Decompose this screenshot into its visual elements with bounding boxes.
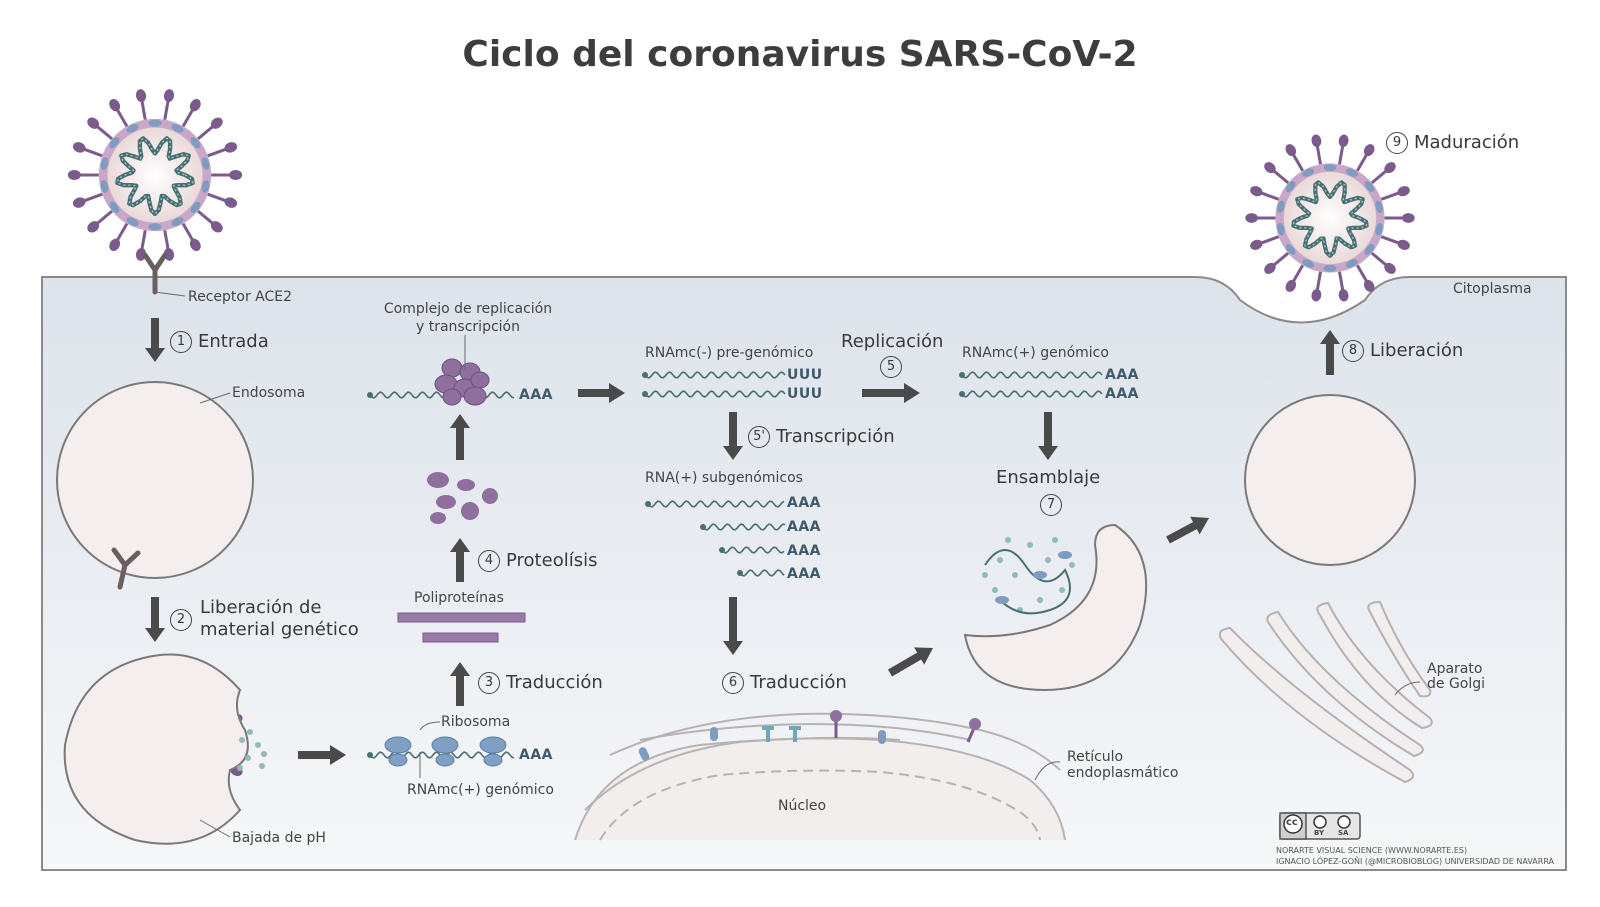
tail-aaa-2: AAA [1105,367,1140,383]
step-number-2: 2 [170,609,192,631]
label-complejo-line2: y transcripción [416,319,520,335]
tail-uuu-2: UUU [787,386,823,402]
page-title: Ciclo del coronavirus SARS-CoV-2 [462,34,1138,75]
tail-aaa-7: AAA [787,566,822,582]
uncoating-vesicle [63,653,249,845]
label-receptor: Receptor ACE2 [188,289,293,305]
step-8: 8 Liberación [1342,340,1463,362]
process-arrows [145,318,1340,765]
tail-aaa-1: AAA [519,387,554,403]
step-label-1: Entrada [198,331,269,352]
step-3: 3 Traducción [478,672,603,694]
label-rnamc-minus: RNAmc(-) pre-genómico [645,345,814,361]
step-label-5b: Transcripción [776,426,895,447]
er-membrane-proteins [638,710,981,761]
replication-complex [434,358,490,406]
ribosomes [384,736,507,767]
assembly-vesicle [963,523,1148,692]
cc-license-badge [1279,812,1361,840]
step-number-4: 4 [478,550,500,572]
label-citoplasma: Citoplasma [1453,281,1532,297]
step-6: 6 Traducción [722,672,847,694]
step-7-label: Ensamblaje [996,467,1101,488]
step-label-2-line2: material genético [200,619,359,640]
label-rnamc-plus-genomico: RNAmc(+) genómico [407,782,554,798]
step-7-number: 7 [1040,494,1068,516]
credit-line2: IGNACIO LÓPEZ-GOÑI (@MICROBIOBLOG) UNIVE… [1276,857,1555,866]
label-bajada-ph: Bajada de pH [232,830,326,846]
label-golgi: Aparato de Golgi [1427,662,1485,692]
cytoplasm-region [41,276,1567,871]
label-reticulo-line1: Retículo [1067,749,1124,765]
by-icon-text: BY [1314,829,1325,837]
tail-aaa-6: AAA [787,543,822,559]
tail-uuu-1: UUU [787,367,823,383]
label-complejo-line1: Complejo de replicación [383,301,553,317]
step-number-9: 9 [1386,132,1408,154]
label-nucleo: Núcleo [778,798,827,814]
step-number-5b: 5' [748,426,770,448]
step-label-4: Proteolísis [506,550,598,571]
polyproteins [397,612,526,643]
tail-aaa-3: AAA [1105,386,1140,402]
step-number-3: 3 [478,672,500,694]
credit-line1: NORARTE VISUAL SCIENCE (WWW.NORARTE.ES) [1276,846,1468,855]
label-poliproteinas: Poliproteínas [414,590,504,606]
label-golgi-line1: Aparato [1427,661,1483,677]
tail-aaa-4: AAA [787,495,822,511]
step-1: 1 Entrada [170,331,269,353]
ace2-receptor [142,252,168,295]
label-rnamc-plus-genomico-2: RNAmc(+) genómico [962,345,1109,361]
step-5b: 5' Transcripción [748,426,895,448]
virus-entering [67,89,243,261]
released-rna-fragments [237,729,267,771]
cc-icon-text: cc [1286,817,1298,828]
step-label-6: Traducción [750,672,847,693]
step-label-9: Maduración [1414,132,1520,153]
label-golgi-line2: de Golgi [1427,676,1486,692]
step-number-6: 6 [722,672,744,694]
step-2: 2 Liberación de material genético [170,597,359,641]
step-number-8: 8 [1342,340,1364,362]
step-label-8: Liberación [1370,340,1464,361]
step-5-number: 5 [880,356,908,378]
endosome-vesicle [56,381,254,579]
tail-aaa-5: AAA [787,519,822,535]
leader-lines [199,392,1421,838]
cleaved-proteins [427,472,498,524]
virus-mature [1245,134,1415,302]
label-rna-subgenomicos: RNA(+) subgenómicos [645,470,803,486]
step-label-2-line1: Liberación de [200,597,322,618]
golgi-apparatus-illustration [1218,600,1433,784]
release-vesicle [1244,394,1416,566]
step-9: 9 Maduración [1386,132,1519,154]
step-number-1: 1 [170,331,192,353]
step-label-3: Traducción [506,672,603,693]
nucleus-er-illustration [574,712,1066,841]
label-endosoma: Endosoma [232,385,306,401]
step-5-label: Replicación [841,331,944,352]
label-complejo: Complejo de replicación y transcripción [378,300,558,336]
credits: NORARTE VISUAL SCIENCE (WWW.NORARTE.ES) … [1276,845,1554,867]
label-reticulo: Retículo endoplasmático [1067,749,1178,781]
label-ribosoma: Ribosoma [441,714,511,730]
label-reticulo-line2: endoplasmático [1067,765,1179,781]
tail-aaa-8: AAA [519,747,554,763]
sa-icon-text: SA [1338,829,1349,837]
step-4: 4 Proteolísis [478,550,597,572]
budding-receptor [111,547,141,590]
